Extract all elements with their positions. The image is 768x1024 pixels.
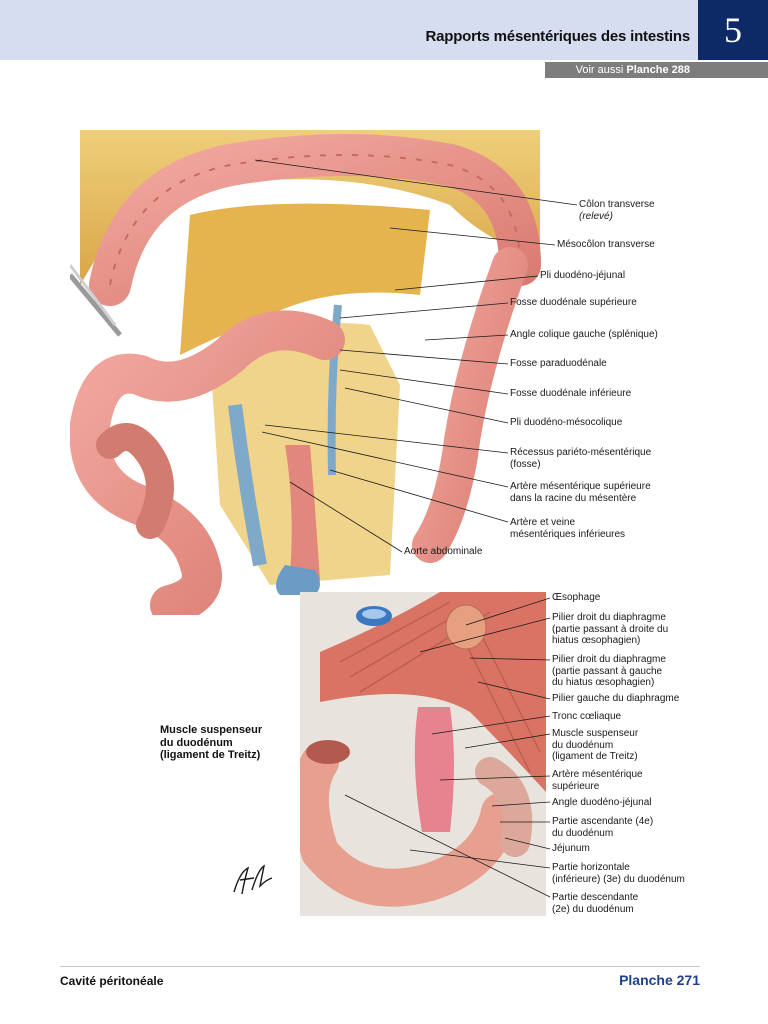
- label-pilier-droit-1: Pilier droit du diaphragme(partie passan…: [552, 612, 669, 646]
- footer-rule: [60, 966, 700, 967]
- footer-plate-number: Planche 271: [619, 972, 700, 988]
- chapter-number: 5: [698, 0, 768, 60]
- inset-caption: Muscle suspenseur du duodénum (ligament …: [160, 724, 263, 761]
- label-fosse-paraduodenale: Fosse paraduodénale: [510, 358, 607, 369]
- see-also-bar: [545, 62, 768, 78]
- label-mesocolon: Mésocôlon transverse: [557, 239, 655, 250]
- label-pli-duodeno-mesocolique: Pli duodéno-mésocolique: [510, 417, 623, 428]
- label-recessus: Récessus pariéto-mésentérique(fosse): [510, 447, 652, 470]
- artist-signature-icon: [230, 862, 276, 903]
- header-band: [0, 0, 698, 60]
- page-title: Rapports mésentériques des intestins: [425, 28, 690, 45]
- label-fosse-inferieure: Fosse duodénale inférieure: [510, 388, 632, 399]
- label-oesophage: Œsophage: [552, 592, 601, 603]
- see-also-ref: Planche 288: [626, 64, 690, 76]
- label-aorte-abdominale: Aorte abdominale: [404, 546, 483, 557]
- label-fosse-superieure: Fosse duodénale supérieure: [510, 297, 637, 308]
- footer-section: Cavité péritonéale: [60, 974, 164, 988]
- label-partie-ascendante: Partie ascendante (4e)du duodénum: [552, 816, 654, 839]
- label-pli-duodeno-jejunal: Pli duodéno-jéjunal: [540, 270, 626, 281]
- see-also-prefix: Voir aussi: [575, 64, 624, 76]
- label-partie-descendante: Partie descendante(2e) du duodénum: [552, 892, 639, 915]
- label-jejunum: Jéjunum: [552, 843, 590, 854]
- label-pilier-gauche: Pilier gauche du diaphragme: [552, 693, 680, 704]
- label-tronc-coeliaque: Tronc cœliaque: [552, 711, 622, 722]
- label-partie-horizontale: Partie horizontale(inférieure) (3e) du d…: [552, 862, 685, 885]
- label-pilier-droit-2: Pilier droit du diaphragme(partie passan…: [552, 654, 666, 688]
- see-also-link[interactable]: Voir aussi Planche 288: [576, 63, 690, 77]
- inset-illustration: [300, 592, 546, 916]
- label-angle-duodeno-jejunal: Angle duodéno-jéjunal: [552, 797, 652, 808]
- main-illustration: [70, 125, 550, 615]
- label-colon-transverse: Côlon transverse(relevé): [579, 199, 655, 222]
- label-angle-colique: Angle colique gauche (splénique): [510, 329, 658, 340]
